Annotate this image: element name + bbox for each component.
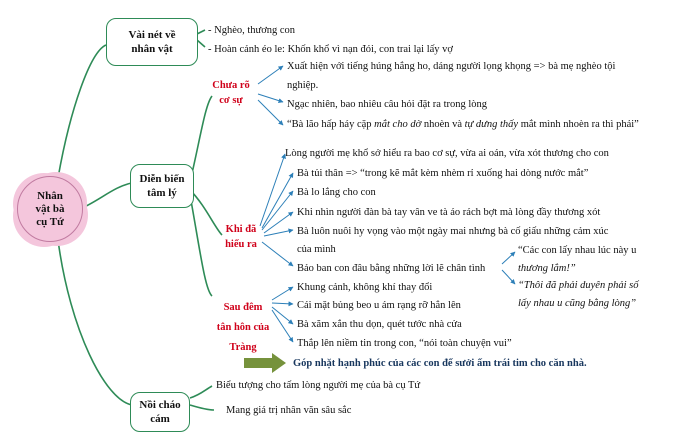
noi-chao-item: Biểu tượng cho tấm lòng người mẹ của bà … [216,380,421,391]
branch-dien-bien [81,182,133,209]
chua-ro-item-2: Ngạc nhiên, bao nhiêu câu hỏi đặt ra tro… [287,99,488,110]
khi-da-item: của mình [297,244,336,255]
chua-ro-item-3-b: mắt cho dờ [374,119,422,130]
sau-dem-item: Khung cảnh, không khí thay đổi [297,282,433,293]
node-dien-bien-title-1: Diễn biến [139,173,185,185]
khi-da-quote-1: “Các con lấy nhau lúc này u thương lắm!” [518,242,636,278]
label-sau-dem-1: Sau đêm [223,302,263,313]
arrow-khi-da-5 [261,241,294,267]
khi-da-quote-2-b: lấy nhau u cũng bằng lòng” [518,298,637,309]
chua-ro-item-1a: Xuất hiện với tiếng húng hắng ho, dáng n… [287,61,616,72]
khi-da-item: Bà luôn nuôi hy vọng vào một ngày mai nh… [297,226,609,237]
branch-vai-net [57,44,107,179]
label-chua-ro: Chưa rõ cơ sự [206,78,256,108]
chua-ro-item-3: “Bà lão hấp háy cặp mắt cho dờ nhoèn và … [287,118,639,131]
arrow-chua-ro-3 [257,99,284,126]
sau-dem-item: Cái mặt bủng beo u ám rạng rỡ hẳn lên [297,300,461,311]
center-line-3: cụ Tứ [36,215,64,228]
arrow-khi-da-2 [261,190,294,231]
chua-ro-item-3-e: mắt mình nhoèn ra thì phải” [518,119,639,130]
branch-vai-net-lines [196,29,206,48]
branch-noi-chao [57,239,133,406]
khi-da-intro: Lòng người mẹ khổ sở hiểu ra bao cơ sự, … [285,148,609,159]
center-line-1: Nhân [37,189,63,202]
arrow-quote-1 [501,251,516,265]
chua-ro-item-3-d: tự dưng thấy [464,119,519,130]
arrow-chua-ro-2 [257,93,284,104]
khi-da-item: Khi nhìn người đàn bà tay vân ve tà áo r… [297,207,601,218]
node-vai-net: Vài nét về nhân vật [106,18,198,66]
arrow-sau-dem-2 [271,301,294,307]
arrow-quote-2 [501,269,516,285]
khi-da-quote-2-a: “Thôi đã phải duyên phải số [518,280,639,291]
node-vai-net-title-2: nhân vật [131,43,173,55]
label-chua-ro-1: Chưa rõ [212,80,250,91]
chua-ro-item-3-a: “Bà lão hấp háy cặp [287,119,375,130]
sau-dem-item: Thắp lên niềm tin trong con, “nói toàn c… [297,338,512,349]
arrow-chua-ro-1 [257,65,284,85]
noi-chao-item: Mang giá trị nhân văn sâu sắc [226,405,352,416]
vai-net-item: - Nghèo, thương con [208,25,296,36]
arrow-sau-dem-3 [271,306,294,325]
conclusion-text: Góp nhặt hạnh phúc của các con để sưởi ấ… [293,358,587,369]
node-noi-chao-title-1: Nồi cháo [139,399,181,411]
label-khi-da-1: Khi đã [225,224,257,235]
conclusion-arrow [244,353,286,373]
branch-dien-bien-chua-ro [189,95,213,183]
label-khi-da-2: hiểu ra [225,239,257,250]
label-sau-dem-3: Tràng [229,342,257,353]
branch-noi-chao-lines [189,385,215,411]
chua-ro-item-1b: nghiệp. [287,80,319,91]
center-label: Nhân vật bà cụ Tứ [35,190,64,229]
node-noi-chao: Nồi cháo cám [130,392,190,432]
khi-da-item: Bà lo lắng cho con [297,187,376,198]
node-vai-net-title-1: Vài nét về [128,29,176,41]
center-node: Nhân vật bà cụ Tứ [17,176,83,242]
khi-da-item: Bảo ban con đâu bằng những lời lẽ chân t… [297,263,486,274]
arrow-khi-da-3 [263,211,294,234]
sau-dem-item: Bà xăm xắn thu dọn, quét tước nhà cửa [297,319,462,330]
node-noi-chao-title-2: cám [150,413,170,425]
chua-ro-item-3-c: nhoèn và [421,119,465,130]
arrow-khi-da-0 [259,153,286,227]
arrow-khi-da-4 [263,228,294,237]
khi-da-quote-1-a: “Các con lấy nhau lúc này u [518,245,637,256]
khi-da-quote-2: “Thôi đã phải duyên phải số lấy nhau u cũ… [518,277,638,313]
branch-dien-bien-sau-dem [189,194,213,297]
label-chua-ro-2: cơ sự [219,95,243,106]
arrow-sau-dem-4 [271,309,294,343]
khi-da-item: Bà tủi thân => “trong kẽ mắt kèm nhèm rỉ… [297,168,589,179]
label-khi-da: Khi đã hiểu ra [218,222,264,252]
arrow-khi-da-1 [261,172,294,229]
khi-da-quote-1-b: thương lắm!” [518,263,576,274]
node-dien-bien: Diễn biến tâm lý [130,164,194,208]
vai-net-item: - Hoàn cảnh éo le: Khốn khổ vì nạn đói, … [208,44,453,55]
node-dien-bien-title-2: tâm lý [147,187,177,199]
label-sau-dem-2: tân hôn của [216,322,270,333]
arrow-sau-dem-1 [271,286,294,301]
center-line-2: vật bà [35,202,65,215]
